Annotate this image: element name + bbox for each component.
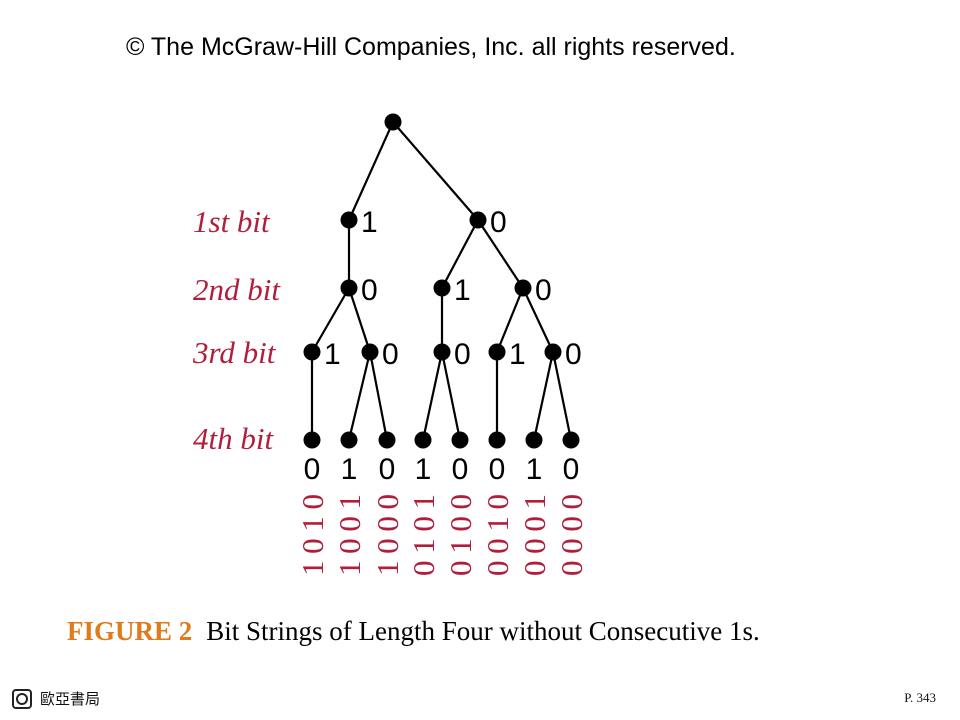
tree-edges <box>310 121 573 441</box>
tree-node <box>433 343 451 361</box>
tree-node <box>433 279 451 297</box>
tree-node-label: 1 <box>341 453 358 486</box>
tree-node-label: 0 <box>382 338 399 371</box>
tree-edge <box>311 287 350 353</box>
bit-string-label: 0101 <box>406 494 441 576</box>
tree-edge <box>440 351 462 441</box>
tree-node <box>469 211 487 229</box>
tree-node <box>303 431 321 449</box>
level-label: 2nd bit <box>193 272 281 307</box>
tree-edge <box>522 287 554 353</box>
copyright-notice: © The McGraw-Hill Companies, Inc. all ri… <box>126 33 736 61</box>
tree-node-label: 0 <box>490 206 507 239</box>
bit-string-label: 0100 <box>443 494 478 576</box>
page-number: P. 343 <box>904 690 936 705</box>
tree-edge <box>441 219 479 289</box>
tree-node-label: 1 <box>454 274 471 307</box>
tree-node <box>544 343 562 361</box>
bit-string-label: 1010 <box>295 494 330 576</box>
publisher-logo: 歐亞書局 <box>12 688 100 709</box>
tree-node <box>488 431 506 449</box>
bit-string-label: 0010 <box>480 494 515 576</box>
tree-node-label: 1 <box>509 338 526 371</box>
tree-node-label: 1 <box>526 453 543 486</box>
level-labels: 1st bit 2nd bit 3rd bit 4th bit <box>192 204 281 456</box>
bit-string-label: 0001 <box>517 494 552 576</box>
tree-node-label: 0 <box>565 338 582 371</box>
tree-edge <box>368 351 389 441</box>
tree-node-label: 0 <box>361 274 378 307</box>
tree-node <box>340 211 358 229</box>
level-label: 3rd bit <box>192 335 277 370</box>
tree-edge <box>347 287 372 353</box>
publisher-name: 歐亞書局 <box>40 690 101 708</box>
publisher-logo-icon <box>12 688 32 709</box>
tree-edge <box>477 219 524 289</box>
tree-node <box>340 431 358 449</box>
tree-edge <box>347 351 372 441</box>
tree-node <box>514 279 532 297</box>
bit-string-label: 1001 <box>332 494 367 576</box>
level-label: 4th bit <box>193 421 274 456</box>
tree-node-label: 1 <box>324 338 341 371</box>
tree-node <box>488 343 506 361</box>
tree-node-label: 0 <box>535 274 552 307</box>
tree-node-label: 0 <box>304 453 321 486</box>
tree-nodes <box>303 113 580 449</box>
tree-node <box>525 431 543 449</box>
bit-string-label: 0000 <box>554 494 589 576</box>
figure-title: Bit Strings of Length Four without Conse… <box>206 616 760 646</box>
tree-node-label: 0 <box>454 338 471 371</box>
tree-edge <box>495 287 525 353</box>
figure-number: FIGURE 2 <box>67 616 193 646</box>
tree-node <box>361 343 379 361</box>
tree-edge <box>551 351 573 441</box>
tree-node-label: 0 <box>489 453 506 486</box>
tree-edge <box>421 351 444 441</box>
tree-node <box>340 279 358 297</box>
tree-node-label: 1 <box>415 453 432 486</box>
tree-node-label: 0 <box>452 453 469 486</box>
tree-edge <box>392 121 479 221</box>
bit-string-label: 1000 <box>370 494 405 576</box>
tree-edge <box>347 121 395 221</box>
tree-node <box>562 431 580 449</box>
tree-node <box>303 343 321 361</box>
level-label: 1st bit <box>193 204 271 239</box>
tree-node-label: 0 <box>379 453 396 486</box>
tree-node-label: 0 <box>563 453 580 486</box>
tree-node <box>384 113 402 131</box>
tree-node-label: 1 <box>361 206 378 239</box>
tree-node <box>451 431 469 449</box>
tree-edge <box>532 351 555 441</box>
tree-node <box>378 431 396 449</box>
figure-caption: FIGURE 2 Bit Strings of Length Four witho… <box>67 616 760 647</box>
tree-node <box>414 431 432 449</box>
